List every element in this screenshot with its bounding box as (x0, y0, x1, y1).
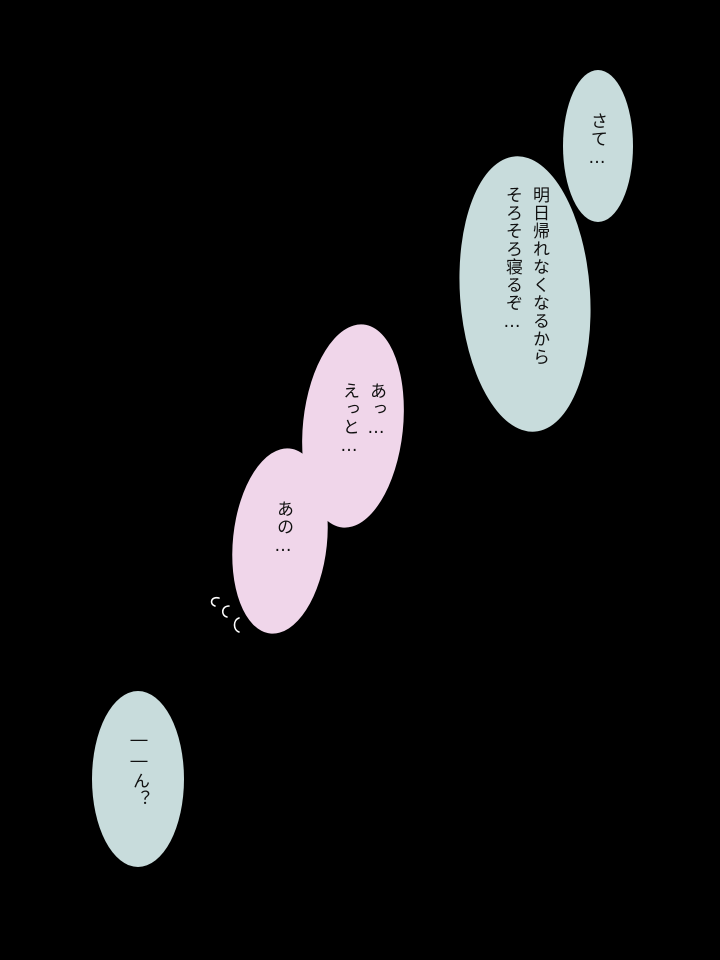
bubble-2-line-2: そろそろ寝るぞ… (502, 186, 522, 333)
shiver-marks-icon (210, 596, 240, 633)
bubble-4-line-1: あの… (273, 500, 293, 557)
bubble-3-line-2: えっと… (339, 382, 359, 457)
bubble-3-line-1: あっ… (366, 382, 386, 439)
bubble-1-line-1: さて… (587, 112, 607, 169)
speech-bubble-sate (563, 70, 633, 222)
speech-bubble-n (92, 691, 184, 867)
bubble-5-line-1: ――ん？ (129, 730, 149, 808)
bubble-2-line-1: 明日帰れなくなるから (529, 186, 549, 366)
